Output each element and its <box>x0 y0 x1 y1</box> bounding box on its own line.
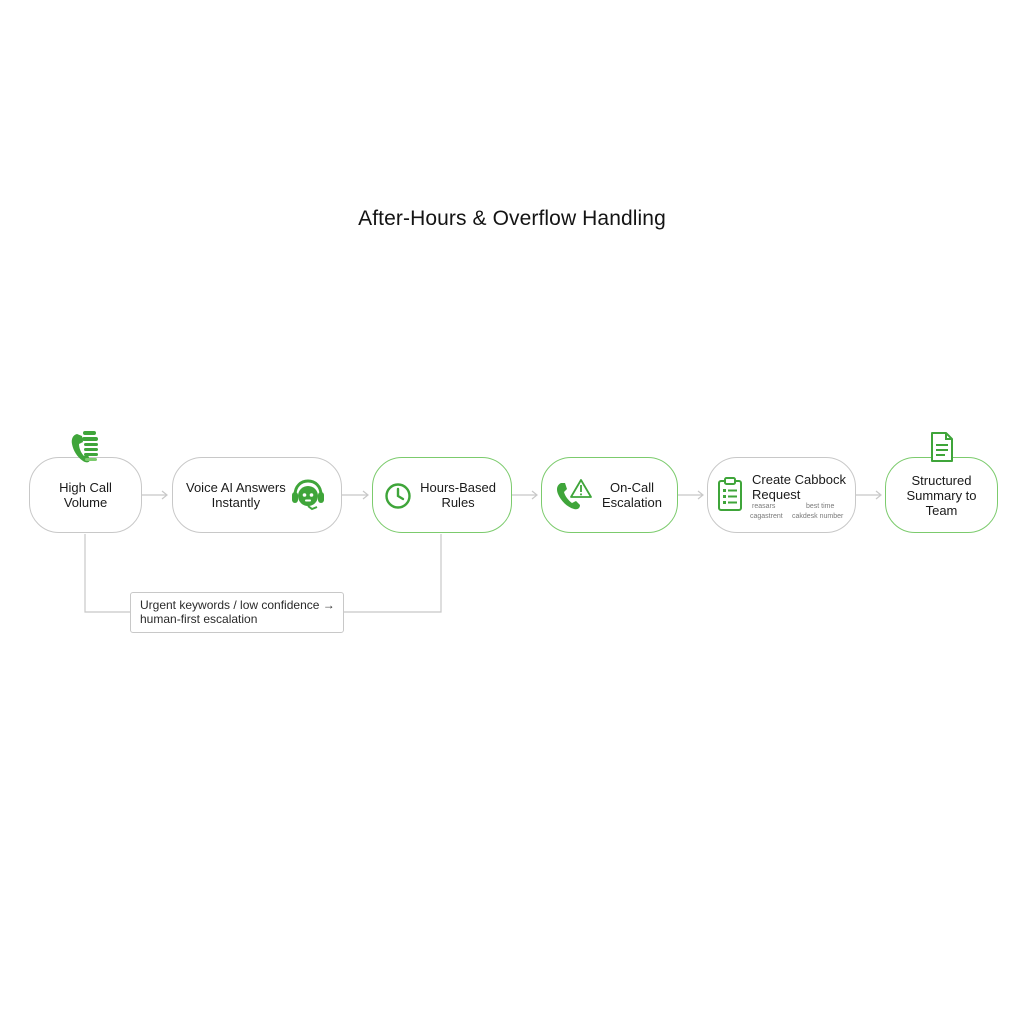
arrowhead-2-3 <box>362 490 369 500</box>
step-label: High Call Volume <box>59 480 112 510</box>
arrowhead-4-5 <box>697 490 704 500</box>
step-high-call-volume: High Call Volume <box>29 457 142 533</box>
step-label: Create Cabbock Request <box>752 472 846 502</box>
step-label: Hours-Based Rules <box>420 480 496 510</box>
callback-field: reasars <box>752 503 776 510</box>
headset-bot-icon <box>292 479 324 511</box>
arrowhead-3-4 <box>531 490 538 500</box>
clock-icon <box>385 483 411 509</box>
clipboard-checklist-icon <box>718 477 742 511</box>
arrowhead-1-2 <box>161 490 168 500</box>
step-hours-based-rules: Hours-Based Rules <box>372 457 512 533</box>
step-label: Structured Summary to Team <box>906 472 977 518</box>
diagram-title: After-Hours & Overflow Handling <box>358 207 666 230</box>
step-label: On-Call Escalation <box>602 480 662 510</box>
step-on-call-escalation: On-Call Escalation <box>541 457 678 533</box>
step-structured-summary: Structured Summary to Team <box>885 457 998 533</box>
callback-field: best time <box>806 503 835 510</box>
arrowhead-5-6 <box>875 490 882 500</box>
escalation-note-line-2: human-first escalation <box>140 612 258 626</box>
phone-alert-icon <box>557 479 592 510</box>
phone-server-icon <box>71 431 98 463</box>
step-label: Voice AI Answers Instantly <box>186 480 286 510</box>
escalation-note-line-1: Urgent keywords / low confidence → <box>140 598 335 612</box>
callback-field: cakdesk number <box>792 513 844 520</box>
escalation-line-left <box>84 534 130 613</box>
document-icon <box>931 432 953 462</box>
callback-field: cagastrent <box>750 513 783 520</box>
escalation-line-right <box>344 534 442 613</box>
escalation-note: Urgent keywords / low confidence → human… <box>130 592 344 633</box>
step-create-callback-request: Create Cabbock Request <box>707 457 856 533</box>
